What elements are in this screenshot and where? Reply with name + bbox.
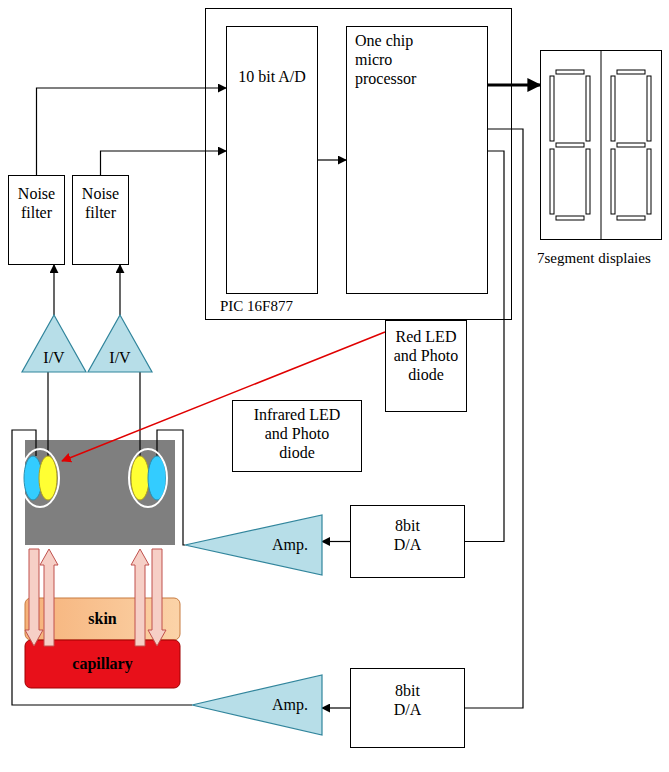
signal-connector [318, 159, 346, 160]
drive-amplifier: Amp. [192, 675, 322, 735]
segment-stroke [586, 149, 590, 214]
chip-housing: PIC 16F877 10 bit A/D One chip micro proce… [205, 8, 512, 320]
iv-amplifier: I/V [22, 315, 86, 372]
signal-connector [322, 541, 350, 542]
filter-box: Noise filter [8, 175, 65, 265]
segment-stroke [556, 70, 584, 74]
node-label: 10 bit A/D [238, 67, 306, 86]
triangle-shape [185, 515, 322, 575]
signal-connector [322, 707, 350, 708]
node-label: Noise filter [12, 184, 61, 222]
node-label: I/V [43, 348, 64, 367]
signal-connector [37, 88, 227, 175]
light-arrow [131, 549, 149, 646]
signal-connector [101, 151, 227, 175]
triangle-shape [88, 315, 152, 372]
adc-block: 10 bit A/D [226, 26, 318, 294]
node-label: Noise filter [76, 184, 125, 222]
led-drive-wire [12, 430, 192, 705]
node-label: Red LED and Photo diode [390, 327, 462, 385]
segment-stroke [611, 149, 615, 214]
dac-block: 8bit D/A [350, 505, 465, 578]
drive-amplifier: Amp. [185, 515, 322, 575]
segment-stroke [617, 216, 645, 220]
node-label: 7segment displaies [537, 249, 651, 267]
photodiode-wire [139, 372, 140, 456]
segment-stroke [617, 70, 645, 74]
segment-stroke [556, 143, 584, 147]
segment-stroke [611, 76, 615, 141]
photo-diode [131, 456, 149, 500]
triangle-shape [192, 675, 322, 735]
light-arrow [148, 549, 166, 646]
segment-stroke [647, 76, 651, 141]
sensor-block [25, 440, 175, 545]
sensor-ring [21, 449, 59, 507]
callout-box: Infrared LED and Photo diode [232, 400, 362, 472]
signal-connector [53, 265, 54, 315]
node-label: capillary [72, 654, 132, 673]
signal-connector [488, 84, 540, 87]
photodiode-wire [47, 372, 48, 456]
skin-band: skin [25, 598, 180, 640]
filter-box: Noise filter [72, 175, 129, 265]
segment-stroke [617, 143, 645, 147]
dac-block: 8bit D/A [350, 668, 465, 748]
node-label: Amp. [272, 535, 308, 554]
node-label: Amp. [272, 695, 308, 714]
capillary-layer [25, 640, 180, 688]
triangle-shape [22, 315, 86, 372]
node-label: One chip micro processor [355, 31, 435, 89]
iv-amplifier: I/V [88, 315, 152, 372]
node-label: 8bit D/A [383, 681, 433, 719]
display-divider [601, 50, 602, 240]
node-label: 8bit D/A [383, 516, 433, 554]
node-label: skin [88, 609, 116, 628]
segment-stroke [550, 76, 554, 141]
photo-diode [39, 456, 57, 500]
node-label: Infrared LED and Photo diode [249, 405, 345, 463]
node-label: PIC 16F877 [220, 297, 293, 315]
segment-stroke [586, 76, 590, 141]
segment-stroke [550, 149, 554, 214]
capillary-band: capillary [25, 640, 180, 688]
segment-stroke [647, 149, 651, 214]
node-label: I/V [109, 348, 130, 367]
cpu-block: One chip micro processor [346, 26, 488, 294]
signal-connector [119, 265, 120, 315]
callout-box: Red LED and Photo diode [385, 320, 467, 412]
light-arrow [40, 549, 58, 646]
sensor-ring [129, 449, 167, 507]
display-box: 7segment displaies [540, 50, 662, 240]
segment-stroke [556, 216, 584, 220]
